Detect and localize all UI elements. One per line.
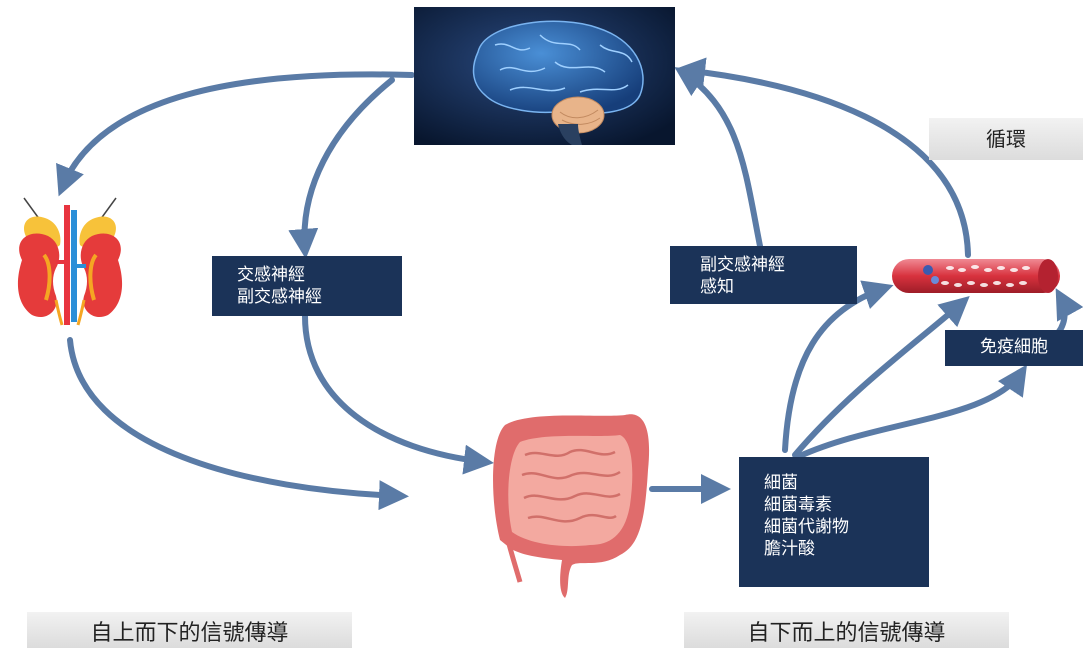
arrow-bacteria-to-vessel-left: [785, 288, 885, 450]
arrow-circulation-to-brain: [684, 70, 968, 255]
bacteria-line-4: 膽汁酸: [764, 538, 929, 560]
top-down-nerve-line-1: 交感神經: [237, 264, 402, 286]
immune-cell-label: 免疫細胞: [945, 336, 1083, 358]
arrow-bottom-up-to-brain: [682, 72, 760, 246]
bacteria-box: 細菌 細菌毒素 細菌代謝物 膽汁酸: [739, 457, 929, 587]
bacteria-line-1: 細菌: [764, 472, 929, 494]
bottom-up-nerve-box: 副交感神經 感知: [670, 246, 857, 304]
blood-vessel-icon: [892, 259, 1060, 293]
arrow-kidney-to-intestine: [70, 340, 400, 496]
bottom-up-signaling-label: 自下而上的信號傳導: [684, 612, 1009, 648]
top-down-nerve-box: 交感神經 副交感神經: [212, 256, 402, 316]
bacteria-line-2: 細菌毒素: [764, 494, 929, 516]
arrow-immune-to-vessel: [1058, 296, 1065, 333]
intestine-icon: [493, 414, 649, 598]
top-down-signaling-label: 自上而下的信號傳導: [27, 612, 352, 648]
bottom-up-nerve-line-1: 副交感神經: [700, 254, 857, 276]
brain-icon: [414, 7, 675, 145]
top-down-nerve-line-2: 副交感神經: [237, 286, 402, 308]
immune-cell-box: 免疫細胞: [945, 330, 1083, 366]
bottom-up-nerve-line-2: 感知: [700, 276, 857, 298]
circulation-label: 循環: [929, 118, 1083, 160]
bacteria-line-3: 細菌代謝物: [764, 516, 929, 538]
arrow-nerve-box-to-intestine: [305, 316, 485, 462]
arrow-brain-to-nerve-box: [304, 80, 392, 250]
arrow-brain-to-kidney: [62, 74, 412, 188]
kidney-adrenal-icon: [18, 198, 122, 325]
